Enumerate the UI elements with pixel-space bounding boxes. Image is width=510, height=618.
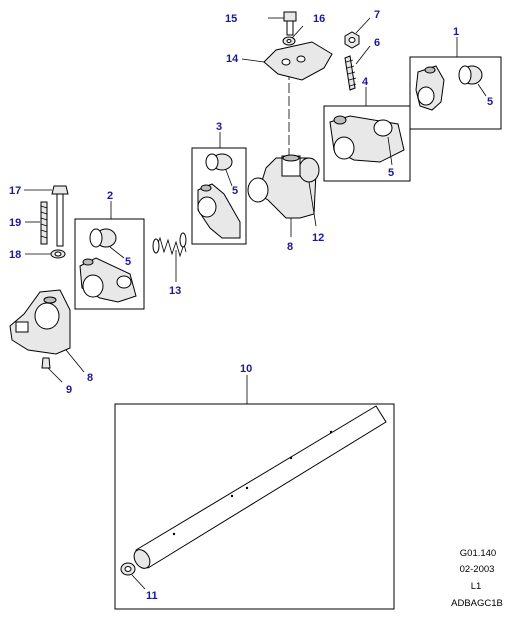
- callout-5-box1: 5: [487, 96, 493, 108]
- kit-box-1: [409, 37, 502, 130]
- callout-3: 3: [216, 121, 222, 133]
- callout-5-box2: 5: [125, 256, 131, 268]
- kit-box-10: [114, 375, 395, 610]
- callout-8-center: 8: [287, 241, 293, 253]
- callout-16: 16: [313, 13, 325, 25]
- rocker-arm-3: [197, 183, 241, 239]
- rocker-pedestal-8-center: [247, 154, 320, 237]
- callout-2: 2: [107, 190, 113, 202]
- callout-7: 7: [374, 9, 380, 21]
- callout-5-box4: 5: [388, 167, 394, 179]
- bush-5-box2: [89, 228, 125, 259]
- callout-1: 1: [453, 26, 459, 38]
- washer-16: [282, 25, 304, 46]
- callout-15: 15: [225, 13, 237, 25]
- bolt-17: [24, 185, 69, 247]
- callout-9: 9: [66, 384, 72, 396]
- kit-box-2: [74, 201, 145, 310]
- diagram-reference: G01.140: [460, 548, 496, 559]
- callout-18: 18: [9, 249, 21, 261]
- plug-11: [120, 562, 146, 590]
- stud-6: [344, 45, 371, 91]
- rocker-arm-1: [415, 65, 445, 111]
- callout-13: 13: [169, 285, 181, 297]
- rocker-arm-4: [329, 115, 405, 166]
- nut-7: [344, 17, 371, 49]
- callout-4: 4: [362, 76, 369, 88]
- stud-19: [25, 201, 48, 245]
- rocker-shaft-10: [133, 405, 387, 569]
- callout-14: 14: [226, 53, 239, 65]
- kit-box-4: [323, 87, 411, 182]
- callout-17: 17: [9, 185, 21, 197]
- callout-10: 10: [240, 363, 252, 375]
- rocker-pedestal-8-left: [9, 289, 85, 373]
- callout-8-left: 8: [87, 372, 93, 384]
- callout-11: 11: [146, 590, 158, 602]
- diagram-date: 02-2003: [460, 564, 495, 575]
- plug-9: [41, 357, 63, 383]
- kit-box-3: [191, 132, 247, 245]
- callout-6: 6: [374, 37, 380, 49]
- callout-5-box3: 5: [232, 185, 238, 197]
- nut-18: [25, 249, 66, 259]
- diagram-level: L1: [471, 581, 482, 592]
- screw-15: [268, 11, 297, 36]
- bush-5-box3: [205, 153, 233, 187]
- locking-plate-14: [241, 41, 333, 81]
- rocker-arm-2: [79, 257, 137, 303]
- diagram-code: ADBAGC1B: [451, 598, 503, 609]
- spring-13: [152, 232, 187, 282]
- callout-12: 12: [312, 232, 324, 244]
- callout-19: 19: [9, 217, 21, 229]
- bush-5-box1: [458, 65, 487, 97]
